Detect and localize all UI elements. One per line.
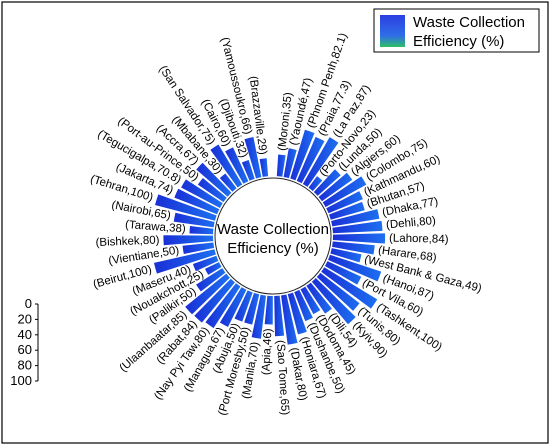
bar: [330, 248, 362, 263]
bar: [332, 220, 383, 234]
bar: [331, 209, 380, 227]
bar: [302, 137, 339, 187]
bar: [281, 294, 298, 345]
bar-label: (Bishkek,80): [95, 234, 160, 249]
bar: [306, 282, 332, 314]
bar: [244, 292, 260, 325]
bar: [311, 277, 356, 325]
scale-tick-label: 40: [18, 327, 32, 342]
bar: [264, 295, 273, 325]
bar: [210, 144, 243, 188]
scale-tick-label: 80: [18, 358, 32, 373]
bar: [181, 179, 223, 208]
bar: [313, 169, 341, 196]
center-title-line1: Waste Collection: [217, 221, 329, 238]
bar: [276, 154, 286, 177]
bar: [197, 178, 227, 203]
bar: [324, 261, 362, 285]
bar: [259, 158, 269, 177]
bar: [219, 287, 247, 328]
bar-label: (Dehli,80): [386, 215, 437, 232]
bar: [196, 162, 232, 197]
center-hole: [214, 177, 332, 295]
bar: [153, 249, 216, 274]
bar: [290, 129, 315, 181]
bar-label: (Lahore,84): [389, 233, 449, 246]
bar: [219, 173, 237, 192]
bar: [294, 289, 313, 322]
bar: [328, 254, 382, 282]
scale-tick-label: 0: [25, 296, 32, 311]
legend: Waste Collection Efficiency (%): [373, 8, 540, 53]
bars-group: [153, 129, 386, 345]
bar: [244, 137, 262, 179]
bar: [205, 283, 241, 329]
bar: [283, 148, 297, 179]
bar: [196, 268, 226, 292]
scale-tick-label: 100: [10, 373, 32, 388]
bar: [185, 273, 230, 315]
bar: [321, 267, 378, 309]
legend-label-line1: Waste Collection: [413, 14, 525, 31]
bar: [332, 233, 386, 244]
bar: [173, 212, 215, 228]
bar: [287, 292, 307, 335]
bar-label: (Sao Tome,65): [274, 340, 291, 416]
labels-group: (Moroni,35)(Yaoundé,47)(Phnom Penh,82.1)…: [89, 31, 483, 416]
bar: [300, 286, 321, 315]
bar: [316, 272, 360, 311]
bar: [205, 262, 222, 275]
bar: [155, 194, 217, 221]
bar: [326, 191, 363, 214]
bar: [192, 255, 219, 272]
bar: [194, 278, 235, 323]
bar: [332, 241, 375, 255]
bar: [251, 294, 267, 339]
center-title-line2: Efficiency (%): [227, 240, 318, 257]
scale-tick-label: 60: [18, 342, 32, 357]
bar-label: (Apia,46): [260, 328, 274, 375]
legend-swatch: [380, 15, 405, 47]
legend-label-line2: Efficiency (%): [413, 33, 504, 50]
bar: [189, 225, 214, 235]
bar: [308, 176, 323, 192]
bar-label: (Tarawa,38): [125, 219, 187, 236]
scale-tick-label: 20: [18, 311, 32, 326]
bar: [318, 172, 353, 202]
bar: [225, 147, 249, 184]
bar: [274, 295, 285, 337]
bar: [329, 201, 365, 220]
bar: [322, 176, 367, 208]
bar: [241, 159, 255, 181]
bar: [163, 235, 214, 246]
bar: [182, 242, 215, 254]
bar: [234, 290, 253, 322]
bar: [296, 136, 325, 184]
bar: [174, 188, 220, 215]
